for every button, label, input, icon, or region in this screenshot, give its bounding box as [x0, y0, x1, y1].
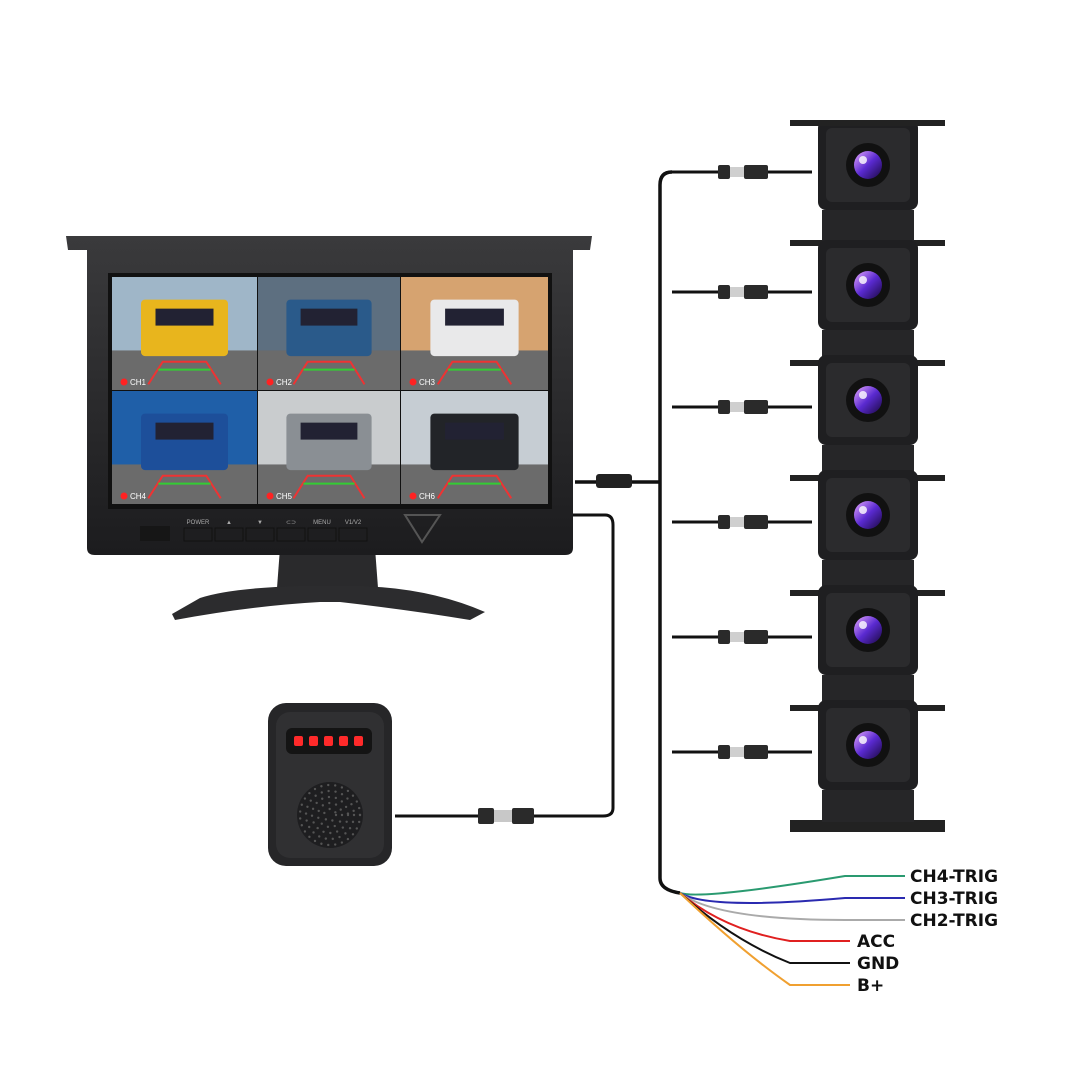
truck-image: [141, 299, 228, 357]
record-dot-icon: [120, 492, 128, 500]
camera-5: [790, 585, 945, 711]
record-dot-icon: [266, 378, 274, 386]
channel-label: CH6: [419, 492, 436, 501]
camera-view-ch6[interactable]: CH6: [401, 391, 548, 504]
parking-guide-lines: [436, 474, 513, 499]
wire-label: ACC: [857, 932, 895, 952]
buzzer-connector-icon: [478, 808, 534, 824]
svg-text:▼: ▼: [257, 520, 263, 526]
ir-sensor: [140, 526, 170, 541]
wire-label: B+: [857, 976, 884, 996]
camera-view-ch3[interactable]: CH3: [401, 277, 548, 390]
record-dot-icon: [409, 492, 417, 500]
wire-label: GND: [857, 954, 899, 974]
svg-text:MENU: MENU: [313, 520, 331, 526]
cable-connector-icon: [718, 745, 768, 759]
camera-3: [790, 355, 945, 481]
truck-image: [430, 299, 519, 357]
svg-text:▲: ▲: [226, 520, 232, 526]
truck-image: [141, 413, 228, 471]
channel-label: CH2: [276, 378, 293, 387]
camera-1: [790, 120, 945, 246]
wire-ch3-trig: CH3-TRIG: [679, 889, 998, 909]
parking-guide-lines: [147, 474, 222, 499]
camera-6: [790, 700, 945, 826]
truck-image: [430, 413, 519, 471]
channel-label: CH3: [419, 378, 436, 387]
channel-label: CH5: [276, 492, 293, 501]
wire-ch2-trig: CH2-TRIG: [679, 892, 998, 931]
record-dot-icon: [120, 378, 128, 386]
camera-4: [790, 470, 945, 596]
led-indicator: [324, 736, 333, 746]
buzzer-cable: [395, 513, 615, 818]
truck-image: [286, 299, 372, 357]
cable-connector-icon: [718, 400, 768, 414]
parking-guide-lines: [292, 474, 366, 499]
channel-label: CH4: [130, 492, 147, 501]
led-indicator: [309, 736, 318, 746]
logo-mark: [403, 514, 442, 544]
svg-text:⊂⊃: ⊂⊃: [286, 520, 296, 526]
parking-guide-lines: [292, 360, 366, 385]
led-indicator: [339, 736, 348, 746]
wire-label: CH4-TRIG: [910, 867, 998, 887]
cable-connector-icon: [718, 515, 768, 529]
led-indicator: [294, 736, 303, 746]
record-dot-icon: [409, 378, 417, 386]
cable-connector-icon: [718, 285, 768, 299]
monitor-stand-neck: [277, 548, 378, 588]
camera-view-ch5[interactable]: CH5: [258, 391, 400, 504]
svg-text:V1/V2: V1/V2: [345, 520, 362, 526]
monitor-button-4[interactable]: MENU: [307, 520, 337, 542]
connector-icon: [596, 474, 632, 488]
cable-connector-icon: [718, 165, 768, 179]
monitor-button-3[interactable]: ⊂⊃: [276, 520, 306, 542]
mount-bracket: [790, 820, 945, 826]
main-cable: [658, 170, 681, 895]
alarm-buzzer: [268, 703, 392, 866]
monitor-button-5[interactable]: V1/V2: [338, 520, 368, 542]
channel-label: CH1: [130, 378, 147, 387]
camera-view-ch2[interactable]: CH2: [258, 277, 400, 390]
cable-connector-icon: [718, 630, 768, 644]
monitor-button-2[interactable]: ▼: [245, 520, 275, 542]
monitor-stand-base: [172, 586, 485, 620]
monitor-button-0[interactable]: POWER: [183, 520, 213, 542]
monitor-button-1[interactable]: ▲: [214, 520, 244, 542]
camera-view-ch1[interactable]: CH1: [112, 277, 257, 390]
wire-bplus: B+: [679, 892, 884, 996]
parking-guide-lines: [147, 360, 222, 385]
led-indicator: [354, 736, 363, 746]
truck-image: [286, 413, 372, 471]
parking-guide-lines: [436, 360, 513, 385]
svg-text:POWER: POWER: [187, 520, 210, 526]
record-dot-icon: [266, 492, 274, 500]
camera-2: [790, 240, 945, 366]
wire-label: CH2-TRIG: [910, 911, 998, 931]
wire-ch4-trig: CH4-TRIG: [679, 867, 998, 896]
camera-view-ch4[interactable]: CH4: [112, 391, 257, 504]
wire-label: CH3-TRIG: [910, 889, 998, 909]
